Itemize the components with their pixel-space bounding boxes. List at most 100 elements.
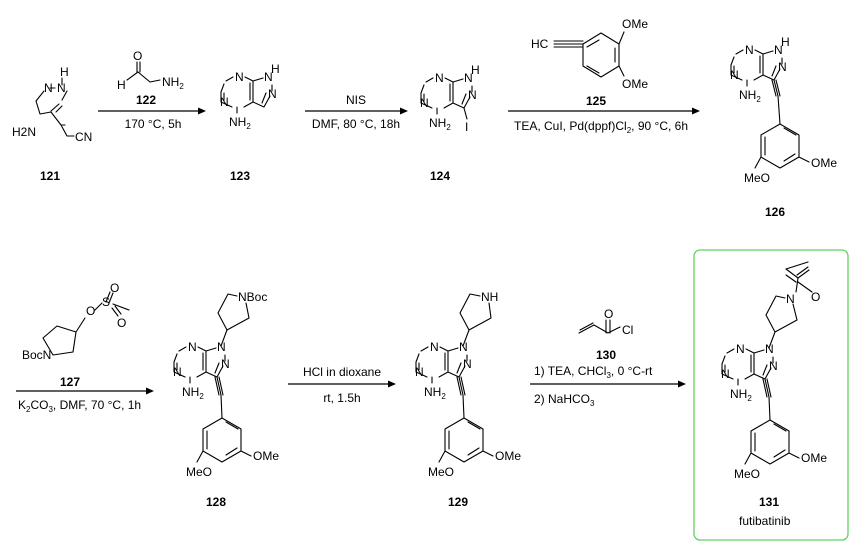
atom-126-h: H [781,35,790,49]
reaction-arrow-6: 1) TEA, CHCl3, 0 °C-rt 2) NaHCO3 [530,364,686,408]
atom-128-n3: N [173,365,182,379]
atom-128-n: N [217,340,226,354]
step6-line1: 1) TEA, CHCl3, 0 °C-rt [534,364,653,380]
atom-123-nh2: NH2 [229,115,251,131]
compound-125-label: 125 [586,94,606,108]
atom-129-n: N [459,340,468,354]
reaction-arrow-5: HCl in dioxane rt, 1.5h [288,365,396,405]
atom-121-h: H [60,65,69,79]
step5-reagent: HCl in dioxane [303,365,381,379]
atom-131-n2: N [769,359,778,373]
reaction-arrow-2: NIS DMF, 80 °C, 18h [305,93,408,131]
compound-122: O H NH2 122 [117,49,184,107]
compound-126: N N N H N NH2 OMe MeO 126 [730,35,837,219]
atom-127-o2: O [110,281,119,295]
compound-130: O Cl 130 [578,307,633,362]
compound-131: N N N N NH2 N O OMe MeO 131 futibatinib [693,249,849,541]
step6-line2: 2) NaHCO3 [534,392,595,408]
compound-130-label: 130 [596,348,616,362]
atom-122-o: O [133,49,142,63]
atom-121-h2n: H2N [12,125,36,139]
step1-conditions: 170 °C, 5h [125,117,182,131]
compound-124-label: 124 [430,169,450,183]
atom-128-n1: N [188,340,197,354]
step5-conditions: rt, 1.5h [323,391,360,405]
compound-129: N N N N NH2 NH OMe MeO 129 [415,290,521,509]
step3-conditions: TEA, CuI, Pd(dppf)Cl2, 90 °C, 6h [514,119,688,135]
atom-131-meo: MeO [734,467,760,481]
atom-129-nh2: NH2 [424,385,446,401]
atom-127-o1: O [86,304,95,318]
compound-123: N N N H N NH2 123 [220,62,280,183]
compound-129-label: 129 [448,495,468,509]
atom-124-nh2: NH2 [429,116,451,132]
atom-128-n2: N [221,357,230,371]
atom-127-s: S [102,295,110,309]
atom-131-ome: OMe [801,451,827,465]
atom-122-nh2: NH2 [162,75,184,91]
atom-130-cl: Cl [622,323,633,337]
atom-128-meo: MeO [186,465,212,479]
atom-124-i: I [465,120,468,134]
atom-125-ome2: OMe [622,77,648,91]
compound-124: N N N H N NH2 I 124 [420,63,480,183]
atom-126-n3: N [730,68,739,82]
atom-127-bocn: BocN [22,348,51,362]
atom-123-n3: N [220,95,229,109]
atom-123-n2: N [268,87,277,101]
atom-121-n1: N [44,81,53,95]
atom-131-nh2: NH2 [730,387,752,403]
compound-127: O S O O BocN 127 [22,281,130,389]
compound-128: N N N N NH2 NBoc OMe MeO 128 [173,290,279,509]
atom-124-n: N [464,71,473,85]
atom-123-n1: N [235,70,244,84]
atom-121-n: N [57,81,66,95]
atom-126-n: N [774,43,783,57]
compound-122-label: 122 [136,93,156,107]
atom-125-hc: HC [531,37,549,51]
atom-129-meo: MeO [428,465,454,479]
compound-126-label: 126 [765,205,785,219]
atom-123-n: N [264,70,273,84]
compound-123-label: 123 [230,169,250,183]
atom-129-ome: OMe [495,449,521,463]
atom-131-pyrrolidine-n: N [786,292,795,306]
atom-131-o: O [811,290,820,304]
highlight-box [693,249,849,541]
compound-127-label: 127 [60,375,80,389]
atom-131-n1: N [736,342,745,356]
atom-128-nh2: NH2 [182,385,204,401]
compound-131-label: 131 [759,495,779,509]
reaction-arrow-1: 170 °C, 5h [98,107,206,131]
atom-129-n3: N [415,365,424,379]
atom-126-ome1: OMe [811,156,837,170]
atom-125-ome1: OMe [622,17,648,31]
atom-124-n1: N [435,71,444,85]
atom-131-n3: N [721,367,730,381]
step4-conditions: K2CO3, DMF, 70 °C, 1h [18,398,141,414]
compound-121: H N N H2N CN 121 [12,65,92,183]
atom-129-n1: N [430,340,439,354]
atom-126-nh2: NH2 [739,88,761,104]
atom-129-n2: N [463,357,472,371]
atom-122-h: H [117,78,126,92]
reaction-arrow-3: TEA, CuI, Pd(dppf)Cl2, 90 °C, 6h [508,107,700,135]
atom-126-meo: MeO [744,171,770,185]
atom-129-nh: NH [481,290,498,304]
atom-131-n: N [765,342,774,356]
compound-128-label: 128 [206,495,226,509]
atom-121-cn: CN [75,130,92,144]
reaction-arrow-4: K2CO3, DMF, 70 °C, 1h [16,387,154,414]
atom-127-o3: O [117,316,126,330]
atom-124-n2: N [468,88,477,102]
atom-124-h: H [471,63,480,77]
compound-131-name: futibatinib [739,514,791,528]
atom-123-h: H [271,62,280,76]
step2-reagent: NIS [346,93,366,107]
atom-126-n2: N [778,60,787,74]
atom-126-n1: N [745,43,754,57]
step2-conditions: DMF, 80 °C, 18h [312,117,400,131]
atom-124-n3: N [420,96,429,110]
atom-128-ome: OMe [253,449,279,463]
